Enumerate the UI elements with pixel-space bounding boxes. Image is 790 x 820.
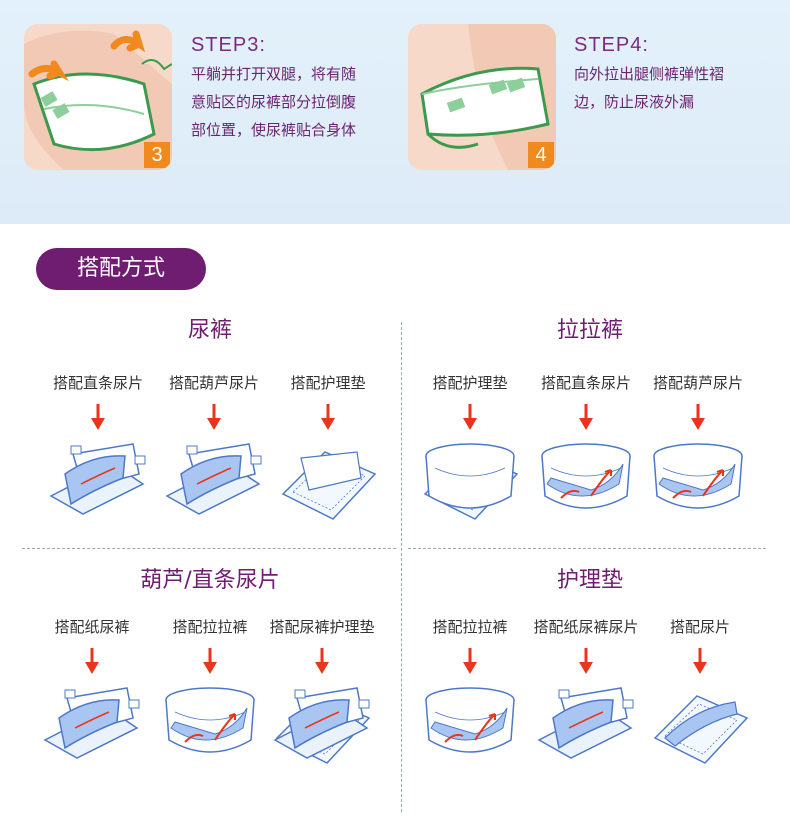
diaper-on-body-illustration — [24, 24, 172, 170]
pants-sheet-illustration — [423, 443, 519, 520]
down-arrow-icon — [463, 648, 477, 674]
step3-line: 意贴区的尿裤部分拉倒腹 — [191, 93, 357, 111]
pants-pad-illustration — [653, 443, 743, 509]
section-divider-horizontal — [22, 548, 396, 549]
pairing-label: 搭配尿片 — [669, 618, 730, 636]
diaper-sheet-illustration — [281, 451, 377, 520]
section-title-pads: 葫芦/直条尿片 — [140, 568, 280, 593]
step3-description: 平躺并打开双腿，将有随 意贴区的尿裤部分拉倒腹 部位置，使尿裤贴合身体 — [191, 60, 356, 144]
section-title-diaper: 尿裤 — [187, 318, 232, 343]
down-arrow-icon — [203, 648, 217, 674]
pairing-label: 搭配尿裤护理垫 — [269, 618, 375, 636]
pants-pad-illustration — [425, 687, 515, 753]
step3-illustration: 3 — [24, 24, 172, 170]
step4-number: 4 — [528, 142, 554, 168]
sheet-pad-illustration — [653, 695, 749, 764]
diaper-pad-illustration — [43, 687, 140, 759]
down-arrow-icon — [91, 404, 105, 430]
pairing-label: 搭配护理垫 — [290, 374, 366, 392]
down-arrow-icon — [85, 648, 99, 674]
step4-title: STEP4: — [574, 34, 649, 56]
step3-line: 平躺并打开双腿，将有随 — [191, 65, 357, 83]
pairing-label: 搭配葫芦尿片 — [168, 374, 259, 392]
pairing-label: 搭配直条尿片 — [52, 374, 143, 392]
section-divider-horizontal — [408, 548, 766, 549]
diaper-sheet-pad-illustration — [273, 687, 371, 764]
pants-pad-illustration — [165, 687, 255, 753]
pairing-label: 搭配拉拉裤 — [172, 618, 248, 636]
pairing-method-badge: 搭配方式 — [36, 248, 206, 290]
pants-pad-illustration — [541, 443, 631, 509]
pairing-label: 搭配拉拉裤 — [432, 618, 508, 636]
step3-line: 部位置，使尿裤贴合身体 — [191, 121, 357, 139]
section-title-pull-up-pants: 拉拉裤 — [556, 318, 623, 343]
diaper-pad-illustration — [49, 443, 146, 515]
pairing-label: 搭配直条尿片 — [540, 374, 631, 392]
down-arrow-icon — [463, 404, 477, 430]
step4-illustration: 4 — [408, 24, 556, 170]
down-arrow-icon — [315, 648, 329, 674]
section-title-underpad: 护理垫 — [556, 568, 623, 593]
step4-description: 向外拉出腿侧裤弹性褶 边，防止尿液外漏 — [574, 60, 724, 116]
step4-line: 向外拉出腿侧裤弹性褶 — [574, 65, 725, 83]
pairing-label: 搭配纸尿裤 — [54, 618, 130, 636]
step3-number: 3 — [144, 142, 170, 168]
diaper-pad-illustration — [537, 687, 634, 759]
down-arrow-icon — [579, 404, 593, 430]
pairing-label: 搭配纸尿裤尿片 — [533, 618, 639, 636]
pairing-label: 搭配护理垫 — [432, 374, 508, 392]
down-arrow-icon — [693, 648, 707, 674]
step4-line: 边，防止尿液外漏 — [574, 93, 695, 111]
step3-title: STEP3: — [191, 34, 266, 56]
down-arrow-icon — [321, 404, 335, 430]
down-arrow-icon — [691, 404, 705, 430]
pairing-label: 搭配葫芦尿片 — [652, 374, 743, 392]
section-divider-vertical — [401, 322, 402, 812]
diaper-pad-illustration — [165, 443, 262, 515]
down-arrow-icon — [579, 648, 593, 674]
down-arrow-icon — [207, 404, 221, 430]
